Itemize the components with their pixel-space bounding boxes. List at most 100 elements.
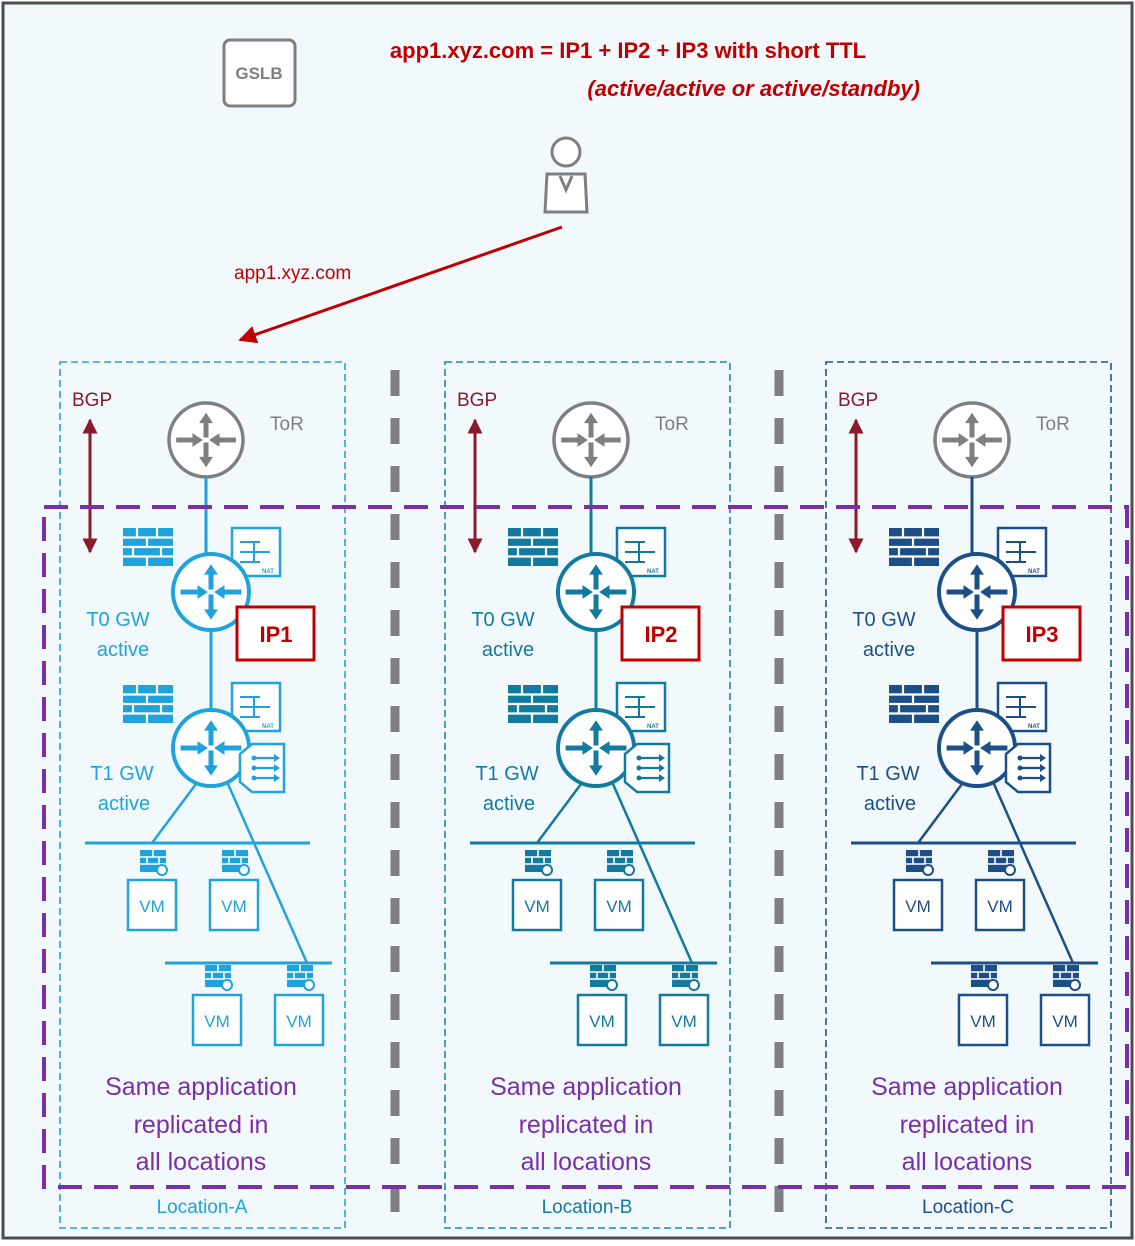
replication-line-3: all locations <box>136 1148 267 1176</box>
tor-router-arrows-arrow-up <box>584 412 598 438</box>
t0-label: T0 GW <box>86 609 149 631</box>
replication-region <box>42 505 1129 1189</box>
tor-router-arrows-arrow-up <box>199 412 213 438</box>
vm-2-box <box>974 878 1026 932</box>
t1-nat-icon-label: NAT <box>1028 724 1040 730</box>
vm-2-fw-bricks <box>222 850 248 865</box>
t1-router-arrows-arrow-left <box>946 741 974 755</box>
t1-router-arrows-arrow-up <box>970 720 984 746</box>
vm-2: VM <box>593 850 645 932</box>
vm-2-label: VM <box>606 897 632 916</box>
t1-router-arrows <box>565 720 627 776</box>
segment-2-link <box>611 783 694 964</box>
t1-lb-icon-arrows <box>636 754 665 782</box>
replication-line-3: all locations <box>521 1148 652 1176</box>
t1-router-arrows-arrow-down <box>589 750 603 776</box>
vm-2-fw-bricks <box>988 850 1014 865</box>
t0-router-arrows-arrow-down <box>589 594 603 620</box>
replication-line-1: Same application <box>490 1073 682 1101</box>
t1-lb-icon-head-1 <box>1040 764 1046 772</box>
vm-3-label: VM <box>970 1012 996 1031</box>
vm-2-box <box>593 878 645 932</box>
tor-router-arrows <box>176 412 236 468</box>
t1-firewall-icon-bricks <box>123 685 173 723</box>
t1-lb-icon-head-1 <box>659 764 665 772</box>
vm-3-box <box>957 993 1009 1047</box>
vm-4: VM <box>1039 965 1091 1047</box>
bgp-label: BGP <box>457 390 497 411</box>
request-arrow <box>238 225 563 344</box>
t0-router-arrows-arrow-down <box>204 594 218 620</box>
t0-nat-icon-flows <box>625 541 655 563</box>
tor-router-arrows <box>561 412 621 468</box>
vm-1-box <box>892 878 944 932</box>
t1-state: active <box>864 793 916 815</box>
t0-nat-icon-label: NAT <box>1028 569 1040 575</box>
t0-state: active <box>482 639 534 661</box>
t1-lb-icon-arrows <box>1017 754 1046 782</box>
vm-2-fw-bricks <box>607 850 633 865</box>
t1-nat-icon-flows <box>240 696 270 718</box>
vm-3: VM <box>957 965 1009 1047</box>
user-icon <box>543 136 589 214</box>
tor-router-arrows-arrow-up <box>965 412 979 438</box>
vm-4-fw-bricks <box>672 965 698 980</box>
vm-2-fw-flame <box>1004 864 1016 876</box>
tor-router-arrows-arrow-right <box>975 433 1002 447</box>
vm-4-label: VM <box>286 1012 312 1031</box>
tor-label: ToR <box>270 414 304 435</box>
ip-label: IP3 <box>1025 622 1058 647</box>
tor-router-arrows <box>942 412 1002 468</box>
vm-2-fw-flame <box>238 864 250 876</box>
t1-lb-icon-dot-2 <box>251 775 257 781</box>
t1-lb-icon <box>1004 742 1052 794</box>
vm-2-label: VM <box>221 897 247 916</box>
vm-1-label: VM <box>139 897 165 916</box>
ip-label: IP1 <box>259 622 292 647</box>
location-box <box>825 361 1112 1229</box>
t0-router-arrows <box>180 564 242 620</box>
t0-router-arrows <box>946 564 1008 620</box>
t0-firewall-icon-bricks <box>123 528 173 566</box>
vm-4-label: VM <box>671 1012 697 1031</box>
t1-nat-icon-flows <box>1006 696 1036 718</box>
t1-lb-icon-head-0 <box>274 754 280 762</box>
t1-router-arrows-arrow-left <box>180 741 208 755</box>
vm-1-fw-flame <box>541 864 553 876</box>
t0-nat-icon-flows <box>1006 541 1036 563</box>
segment-2-link <box>226 783 309 964</box>
vm-4-fw-bricks <box>1053 965 1079 980</box>
tor-router-arrows-arrow-left <box>561 433 588 447</box>
vm-4-box <box>658 993 710 1047</box>
bgp-label: BGP <box>72 390 112 411</box>
vm-1-label: VM <box>524 897 550 916</box>
tor-router-arrows-arrow-left <box>176 433 203 447</box>
vm-1-fw-bricks <box>525 850 551 865</box>
t1-lb-icon-dot-2 <box>1017 775 1023 781</box>
t1-lb-icon-dot-0 <box>251 755 257 761</box>
replication-line-2: replicated in <box>900 1111 1035 1139</box>
t1-label: T1 GW <box>856 763 919 785</box>
t1-router-arrows-arrow-right <box>214 741 242 755</box>
vm-1-label: VM <box>905 897 931 916</box>
location-name: Location-A <box>157 1197 248 1218</box>
t1-nat-icon-flow-lines <box>1006 696 1036 718</box>
t1-lb-icon-head-2 <box>1040 774 1046 782</box>
replication-line-1: Same application <box>105 1073 297 1101</box>
tor-router-arrows-arrow-right <box>594 433 621 447</box>
t1-nat-icon-flows <box>625 696 655 718</box>
gslb-box <box>222 38 297 108</box>
t0-router-arrows-arrow-up <box>204 564 218 590</box>
request-label: app1.xyz.com <box>234 263 351 284</box>
replication-line-2: replicated in <box>134 1111 269 1139</box>
t0-label: T0 GW <box>852 609 915 631</box>
t1-lb-icon <box>238 742 286 794</box>
vm-1-fw-bricks <box>140 850 166 865</box>
t1-lb-icon-dot-1 <box>251 765 257 771</box>
t0-router-arrows-arrow-left <box>946 585 974 599</box>
t1-router-arrows-arrow-left <box>565 741 593 755</box>
t0-router-arrows <box>565 564 627 620</box>
vm-4-box <box>1039 993 1091 1047</box>
